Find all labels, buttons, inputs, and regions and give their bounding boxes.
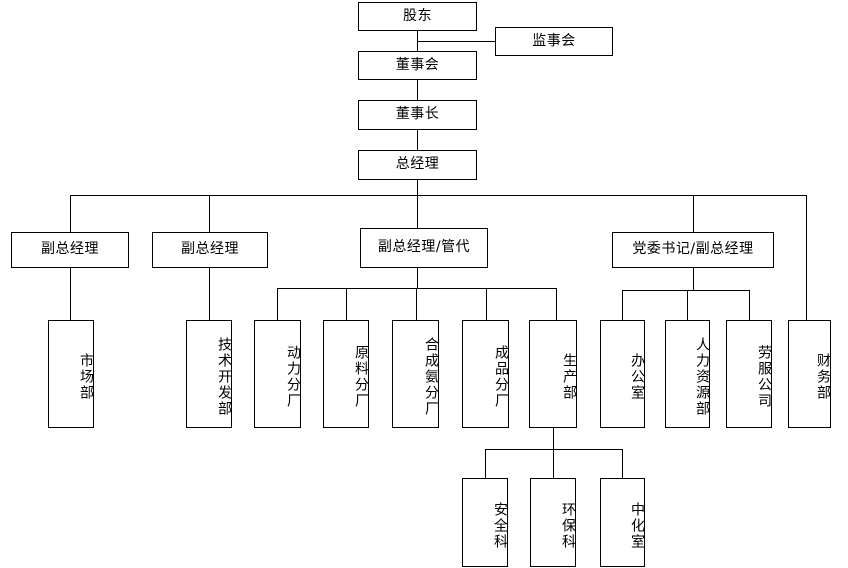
connector-party-secretary-down — [693, 268, 694, 290]
node-tech-dev-dept[interactable]: 技术开发部 — [186, 320, 232, 428]
connector-deputy-gm-mr-down — [417, 268, 418, 288]
node-label: 党委书记/副总经理 — [632, 241, 754, 258]
connector-production-bus — [485, 449, 623, 450]
node-label: 动力分厂 — [285, 345, 301, 409]
node-safety-section[interactable]: 安全科 — [462, 478, 508, 567]
node-deputy-gm-1[interactable]: 副总经理 — [11, 232, 129, 268]
node-supervisory-board[interactable]: 监事会 — [495, 27, 613, 56]
node-label: 劳服公司 — [756, 345, 772, 409]
node-board-of-directors[interactable]: 董事会 — [358, 51, 477, 80]
node-label: 中化室 — [629, 501, 645, 550]
node-chairman[interactable]: 董事长 — [358, 100, 477, 130]
connector-shareholders-to-supervisory — [417, 41, 495, 42]
connector-prod-to-environment — [553, 449, 554, 478]
node-label: 总经理 — [395, 156, 440, 173]
node-deputy-gm-2[interactable]: 副总经理 — [152, 232, 268, 268]
node-finance-dept[interactable]: 财务部 — [788, 320, 831, 428]
node-label: 董事会 — [395, 56, 440, 73]
node-power-plant[interactable]: 动力分厂 — [254, 320, 301, 428]
node-office[interactable]: 办公室 — [600, 320, 645, 428]
connector-deputy-gm-2-to-tech-dev — [209, 266, 210, 320]
connector-mr-to-power-plant — [277, 288, 278, 320]
connector-mr-to-ammonia — [416, 288, 417, 320]
connector-production-down — [553, 428, 554, 449]
node-label: 环保科 — [560, 501, 576, 550]
node-sinochem-office[interactable]: 中化室 — [600, 478, 645, 567]
connector-chairman-to-gm — [417, 130, 418, 150]
node-party-secretary[interactable]: 党委书记/副总经理 — [612, 232, 774, 268]
connector-party-secretary-bus — [622, 290, 750, 291]
connector-ps-to-office — [622, 290, 623, 320]
connector-deputy-gm-mr-bus — [277, 288, 557, 289]
node-label: 生产部 — [561, 353, 577, 401]
connector-bus-to-party-secretary — [693, 195, 694, 232]
node-label: 安全科 — [492, 501, 508, 550]
node-hr-dept[interactable]: 人力资源部 — [665, 320, 710, 428]
node-production-dept[interactable]: 生产部 — [529, 320, 577, 428]
connector-gm-bus — [70, 195, 807, 196]
node-label: 原料分厂 — [353, 345, 369, 409]
node-general-manager[interactable]: 总经理 — [358, 150, 477, 180]
connector-gm-down — [417, 180, 418, 195]
connector-deputy-gm-1-to-marketing — [70, 266, 71, 320]
node-label: 董事长 — [395, 106, 440, 123]
connector-board-to-chairman — [417, 80, 418, 100]
node-deputy-gm-management-rep[interactable]: 副总经理/管代 — [360, 228, 488, 268]
connector-mr-to-production — [556, 288, 557, 320]
connector-mr-to-finished — [486, 288, 487, 320]
node-label: 成品分厂 — [493, 345, 509, 409]
node-label: 市场部 — [78, 353, 94, 401]
connector-prod-to-safety — [485, 449, 486, 478]
node-label: 股东 — [403, 7, 432, 24]
node-label: 副总经理/管代 — [377, 239, 471, 256]
node-finished-product-plant[interactable]: 成品分厂 — [462, 320, 509, 428]
connector-bus-to-deputy-gm-mr — [417, 195, 418, 228]
node-label: 技术开发部 — [216, 337, 232, 417]
node-labor-service-company[interactable]: 劳服公司 — [726, 320, 772, 428]
node-marketing-dept[interactable]: 市场部 — [48, 320, 94, 428]
node-environment-section[interactable]: 环保科 — [530, 478, 576, 567]
node-shareholders[interactable]: 股东 — [358, 2, 477, 31]
connector-mr-to-raw-material — [346, 288, 347, 320]
node-label: 办公室 — [629, 353, 645, 401]
connector-ps-to-hr — [687, 290, 688, 320]
node-label: 人力资源部 — [694, 337, 710, 417]
connector-ps-to-labor-service — [749, 290, 750, 320]
connector-bus-to-deputy-gm-2 — [209, 195, 210, 232]
connector-bus-to-deputy-gm-1 — [70, 195, 71, 232]
node-label: 财务部 — [815, 353, 831, 401]
connector-shareholders-to-board — [417, 41, 418, 51]
node-ammonia-plant[interactable]: 合成氨分厂 — [392, 320, 439, 428]
node-raw-material-plant[interactable]: 原料分厂 — [323, 320, 369, 428]
connector-prod-to-sinochem — [622, 449, 623, 478]
node-label: 副总经理 — [181, 241, 239, 258]
connector-bus-to-finance-dept — [806, 195, 807, 320]
node-label: 副总经理 — [41, 241, 99, 258]
connector-shareholders-stub — [417, 30, 418, 41]
node-label: 合成氨分厂 — [423, 337, 439, 417]
node-label: 监事会 — [532, 32, 576, 49]
